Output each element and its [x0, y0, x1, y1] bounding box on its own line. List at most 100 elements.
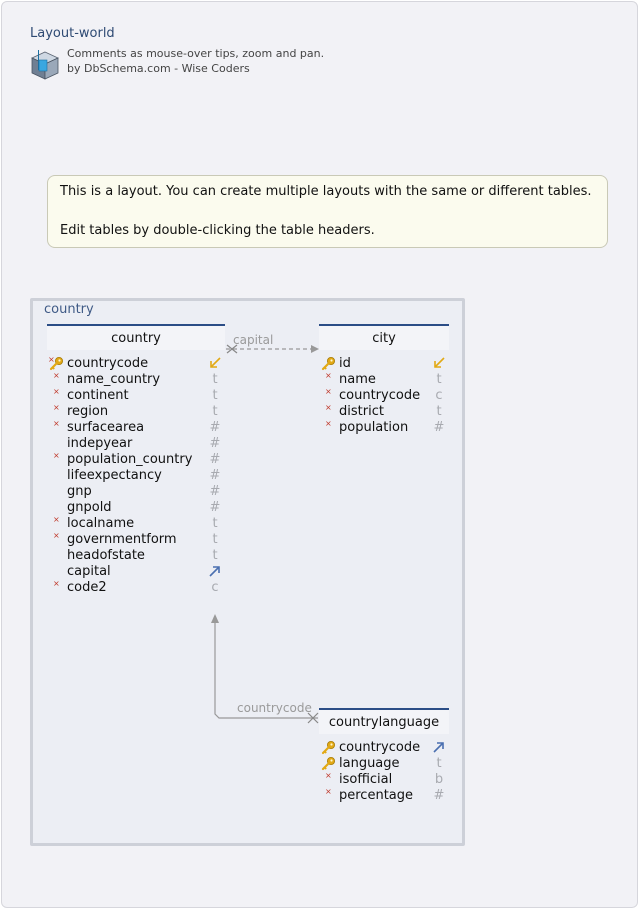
column-type	[433, 740, 445, 759]
column-row[interactable]: lifeexpectancy#	[47, 468, 225, 484]
required-marker-icon: ×	[53, 387, 60, 396]
required-marker-icon: ×	[325, 419, 332, 428]
column-name: population	[339, 420, 409, 435]
column-type: #	[209, 420, 221, 435]
relation-label-capital[interactable]: capital	[233, 333, 274, 347]
column-type: #	[209, 500, 221, 515]
column-type: t	[212, 372, 218, 387]
column-name: countrycode	[67, 356, 149, 371]
column-marker: ×	[320, 403, 336, 420]
column-marker	[48, 468, 64, 484]
column-row[interactable]: × countrycode c	[319, 387, 449, 404]
subtitle-line-1: Comments as mouse-over tips, zoom and pa…	[67, 47, 325, 60]
column-marker	[320, 356, 336, 372]
column-name: surfacearea	[67, 420, 145, 435]
column-marker: ×	[48, 419, 64, 436]
column-name: countrycode	[339, 740, 421, 755]
column-marker	[48, 484, 64, 500]
subtitle-line-2: by DbSchema.com - Wise Coders	[67, 62, 250, 75]
column-type: t	[436, 372, 442, 387]
column-name: percentage	[339, 788, 414, 803]
column-type: t	[436, 756, 442, 771]
column-marker: ×	[48, 371, 64, 388]
table-group-country[interactable]	[30, 298, 465, 846]
column-name: countrycode	[339, 388, 421, 403]
fk-in-arrow-icon	[210, 357, 221, 368]
column-row[interactable]: countrycode	[319, 740, 449, 756]
column-marker: ×	[320, 387, 336, 404]
note-line-2: Edit tables by double-clicking the table…	[60, 223, 375, 238]
column-row[interactable]: ×percentage#	[319, 787, 449, 804]
column-name: region	[67, 404, 109, 419]
table-header[interactable]: countrylanguage	[319, 708, 449, 734]
required-marker-icon: ×	[325, 387, 332, 396]
table-header[interactable]: city	[319, 324, 449, 350]
column-name: name_country	[67, 372, 161, 387]
column-name: indepyear	[67, 436, 133, 451]
column-row[interactable]: × region t	[47, 403, 225, 420]
column-marker: ×	[48, 531, 64, 548]
column-marker: ×	[320, 787, 336, 804]
required-marker-icon: ×	[53, 419, 60, 428]
column-row[interactable]: gnpold#	[47, 500, 225, 516]
fk-out-arrow-icon	[433, 742, 444, 753]
table-header[interactable]: country	[47, 324, 225, 350]
column-row[interactable]: capital	[47, 564, 225, 580]
column-name: governmentform	[67, 532, 177, 547]
column-row[interactable]: gnp#	[47, 484, 225, 500]
relation-countrycode-line[interactable]	[211, 614, 319, 724]
column-row[interactable]: ×name_country t	[47, 371, 225, 388]
column-type: #	[433, 420, 445, 435]
column-marker: ×	[320, 419, 336, 436]
relation-capital-line[interactable]	[226, 344, 319, 354]
column-type: #	[209, 468, 221, 483]
relation-label-countrycode[interactable]: countrycode	[237, 701, 312, 715]
required-marker-icon: ×	[48, 355, 55, 364]
required-marker-icon: ×	[53, 403, 60, 412]
column-row[interactable]: × countrycode	[47, 355, 225, 375]
column-type	[433, 356, 445, 375]
required-marker-icon: ×	[325, 403, 332, 412]
key-icon	[49, 357, 63, 371]
layout-title: Layout-world	[30, 26, 115, 41]
column-row[interactable]: indepyear #	[47, 436, 225, 452]
column-marker: ×	[320, 771, 336, 788]
column-row[interactable]: id	[319, 356, 449, 372]
layout-note[interactable]: This is a layout. You can create multipl…	[47, 175, 608, 248]
required-marker-icon: ×	[325, 787, 332, 796]
required-marker-icon: ×	[53, 531, 60, 540]
group-label[interactable]: country	[44, 302, 94, 317]
column-row[interactable]: ×population_country#	[47, 451, 225, 468]
column-marker	[320, 740, 336, 756]
column-type	[209, 356, 221, 375]
column-type: #	[209, 452, 221, 467]
column-row[interactable]: × surfacearea #	[47, 419, 225, 436]
column-marker: ×	[48, 515, 64, 532]
dbschema-logo-icon	[31, 50, 59, 80]
column-type: t	[212, 404, 218, 419]
column-type: t	[212, 388, 218, 403]
column-type: t	[212, 548, 218, 563]
column-type: t	[436, 404, 442, 419]
column-marker: ×	[48, 387, 64, 404]
column-type: c	[435, 388, 443, 403]
column-type: #	[209, 436, 221, 451]
fk-out-arrow-icon	[209, 566, 220, 577]
column-row[interactable]: × population #	[319, 419, 449, 436]
required-marker-icon: ×	[53, 515, 60, 524]
column-marker: ×	[48, 403, 64, 420]
